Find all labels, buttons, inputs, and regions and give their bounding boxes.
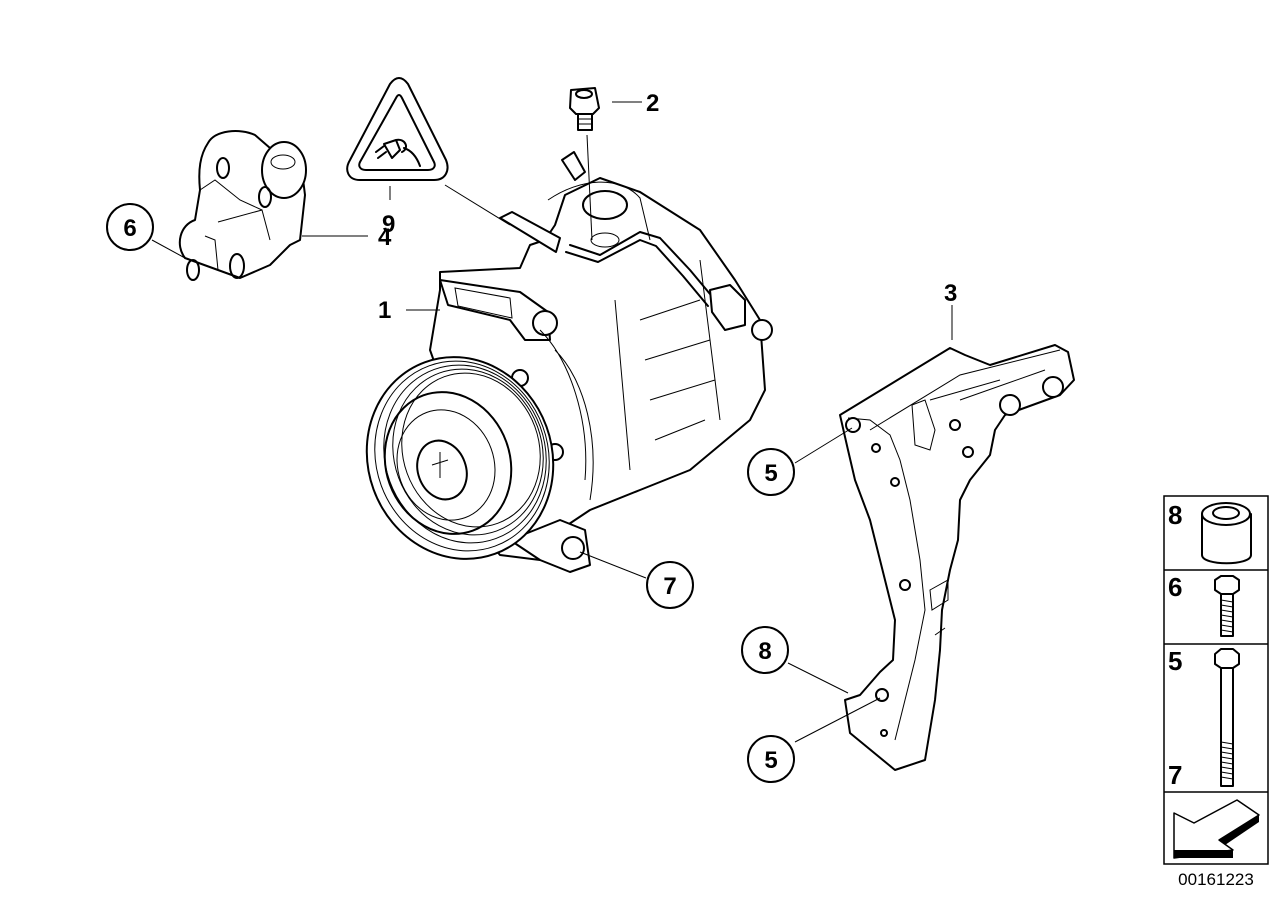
- legend-row-short-bolt[interactable]: 6: [1168, 572, 1240, 637]
- callout-7-label: 7: [663, 573, 676, 600]
- short-bolt-icon: [1214, 575, 1240, 637]
- callout-7[interactable]: 7: [646, 561, 694, 609]
- valve-fitting-part[interactable]: [569, 87, 600, 131]
- legend-label-8: 8: [1168, 500, 1182, 530]
- callout-6[interactable]: 6: [106, 203, 154, 251]
- legend-label-5: 5: [1168, 646, 1182, 676]
- callout-3-label: 3: [944, 280, 957, 307]
- direction-arrow-icon: [1173, 799, 1260, 859]
- legend-label-7: 7: [1168, 760, 1182, 790]
- callout-2[interactable]: 2: [646, 90, 659, 117]
- callout-5-lower-label: 5: [764, 747, 777, 774]
- callout-1-label: 1: [378, 297, 391, 324]
- callout-4-label: 4: [378, 224, 392, 251]
- leader-lines: [151, 101, 953, 743]
- long-bolt-icon: [1214, 648, 1240, 787]
- bracket-part[interactable]: [839, 344, 1075, 771]
- holder-part[interactable]: [178, 130, 307, 281]
- callout-2-label: 2: [646, 90, 659, 117]
- legend-row-long-bolt[interactable]: 5 7: [1168, 646, 1240, 790]
- callout-5-lower[interactable]: 5: [747, 735, 795, 783]
- drawing-number: 00161223: [1178, 870, 1254, 889]
- legend-panel: 8 6 5 7: [1163, 495, 1269, 865]
- compressor-part[interactable]: [339, 151, 773, 585]
- callout-4[interactable]: 4: [378, 224, 392, 251]
- callout-9[interactable]: 9: [382, 211, 395, 238]
- callout-8[interactable]: 8: [741, 626, 789, 674]
- callout-5-upper[interactable]: 5: [747, 448, 795, 496]
- plug-icon: [375, 138, 421, 167]
- legend-label-6: 6: [1168, 572, 1182, 602]
- bushing-icon: [1201, 502, 1252, 565]
- warning-label-part[interactable]: [346, 77, 449, 181]
- callout-3[interactable]: 3: [944, 280, 957, 307]
- legend-row-bushing[interactable]: 8: [1168, 500, 1252, 565]
- callout-1[interactable]: 1: [378, 297, 391, 324]
- callout-8-label: 8: [758, 638, 771, 665]
- callout-6-label: 6: [123, 215, 136, 242]
- callout-9-label: 9: [382, 211, 395, 238]
- callout-5-upper-label: 5: [764, 460, 777, 487]
